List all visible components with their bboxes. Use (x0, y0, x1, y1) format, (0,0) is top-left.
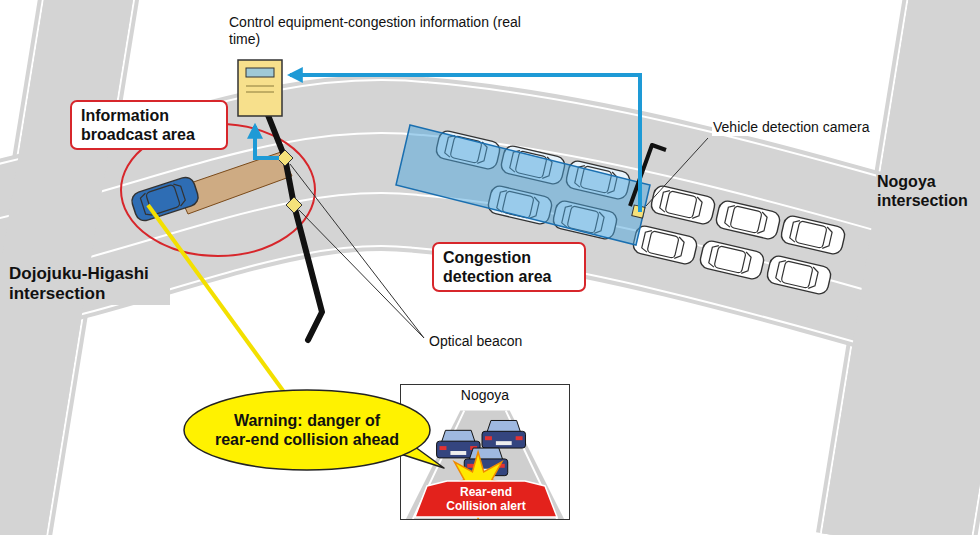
text-word: rear-end (215, 431, 279, 448)
text-word: intersection (877, 192, 968, 209)
text-word: broadcast (81, 126, 157, 143)
collision-scene (440, 446, 447, 450)
text-word: time) (229, 31, 260, 47)
warning-text: Warning: danger of rear-end collision ah… (207, 411, 407, 449)
text-word: alert (500, 499, 525, 513)
collision-scene (516, 436, 523, 440)
text-word: danger (307, 412, 360, 429)
area-callout-box: Congestion detection area (432, 242, 586, 292)
optical-beacon (277, 150, 293, 166)
text-word: camera (823, 119, 870, 135)
device-label: Vehicle detection camera (712, 119, 870, 136)
intersection-surface (895, 0, 980, 535)
text-word: of (365, 412, 380, 429)
collision-scene (442, 430, 476, 442)
area-callout-text: Information broadcast area (81, 106, 217, 144)
queued-cars (715, 199, 782, 240)
queued-cars (766, 254, 833, 295)
camera-pole (630, 145, 666, 206)
beacon-pole (262, 100, 322, 340)
text-word: detection (762, 119, 819, 135)
text-word: area (519, 268, 552, 285)
collision-scene (487, 420, 521, 432)
alert-banner: Rear-end Collision alert (415, 481, 557, 517)
text-word: Vehicle (713, 119, 758, 135)
control-cabinet (246, 86, 274, 92)
collision-scene (482, 420, 525, 448)
leader-line (646, 138, 708, 206)
receiving-car (130, 175, 201, 223)
cross-road (895, 0, 980, 535)
equipment-caption: Control equipment-congestion information… (228, 14, 540, 48)
inset-title: Nogoya (401, 385, 569, 404)
text-word: information (420, 14, 489, 30)
text-word: Nogoya (461, 387, 509, 403)
intersection-label: Dojojuku-Higashi intersection (8, 264, 170, 305)
text-word: Information (81, 107, 169, 124)
area-callout-text: Congestion detection area (443, 248, 575, 286)
intersection-label: Nogoya intersection (876, 172, 976, 210)
alert-text: Rear-end Collision alert (434, 485, 538, 513)
alert-banner-shape (415, 481, 557, 517)
text-word: detection (443, 268, 514, 285)
collision-scene (469, 448, 503, 460)
collision-scene (406, 411, 564, 519)
device-label: Optical beacon (428, 333, 523, 350)
collision-scene (450, 451, 466, 455)
warning-bubble: Warning: danger of rear-end collision ah… (182, 388, 432, 472)
text-word: area (162, 126, 195, 143)
text-word: Nogoya (877, 173, 936, 190)
collision-scene (496, 441, 512, 445)
text-word: Optical (429, 333, 473, 349)
text-word: collision (283, 431, 348, 448)
text-word: Congestion (443, 249, 531, 266)
collision-scene (485, 436, 492, 440)
collision-scene (482, 431, 525, 448)
text-word: (real (493, 14, 521, 30)
text-word: ahead (353, 431, 399, 448)
speech-bubble-shape (184, 390, 430, 470)
leader-line (290, 164, 424, 338)
text-word: Collision (446, 499, 497, 513)
text-word: intersection (9, 284, 105, 303)
queued-cars (699, 239, 766, 280)
queued-cars (632, 224, 699, 265)
cross-road (895, 0, 980, 535)
collision-scene (413, 411, 557, 519)
cross-road (895, 0, 980, 535)
control-cabinet (246, 68, 274, 77)
text-word: Rear-end (460, 485, 512, 499)
text-word: beacon (476, 333, 522, 349)
queued-cars (780, 214, 847, 255)
area-callout-box: Information broadcast area (70, 100, 228, 150)
text-word: equipment-congestion (278, 14, 416, 30)
data-flow-arrow (290, 75, 640, 212)
control-cabinet (238, 60, 282, 116)
speech-bubble-shape (182, 388, 432, 472)
text-word: Control (229, 14, 274, 30)
detection-zone (396, 125, 650, 245)
text-word: Dojojuku-Higashi (9, 264, 149, 283)
control-cabinet (238, 60, 282, 116)
text-word: Warning: (234, 412, 303, 429)
inset-panel: Nogoya Rear-end Collision alert (400, 384, 570, 520)
data-flow-arrow (255, 126, 279, 158)
